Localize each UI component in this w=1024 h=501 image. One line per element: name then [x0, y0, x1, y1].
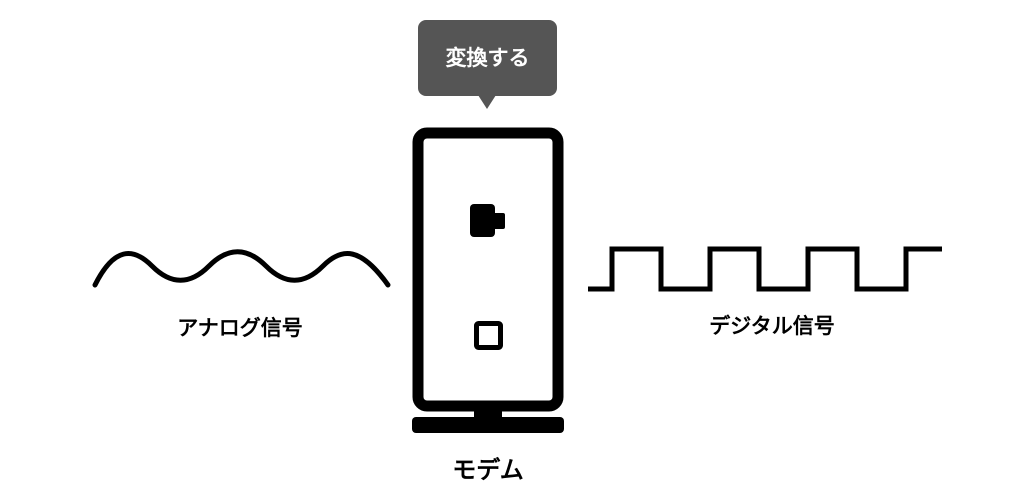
tooltip-pointer	[478, 95, 496, 109]
tooltip-label: 変換する	[445, 46, 530, 70]
modem-stand-neck	[474, 402, 502, 420]
tooltip-box	[418, 20, 557, 96]
modem-label: モデム	[452, 456, 524, 484]
digital-wave	[588, 246, 942, 292]
digital-signal-label: デジタル信号	[709, 314, 835, 338]
convert-tooltip	[418, 20, 557, 109]
modem-body	[412, 127, 564, 412]
modem-light-indicator	[474, 321, 503, 350]
analog-wave	[92, 249, 391, 288]
modem-port-indicator	[470, 204, 495, 237]
modem-device-icon	[412, 127, 564, 433]
analog-signal-label: アナログ信号	[177, 316, 303, 340]
modem-stand-base	[412, 417, 564, 433]
modem-port-tab	[493, 213, 505, 229]
